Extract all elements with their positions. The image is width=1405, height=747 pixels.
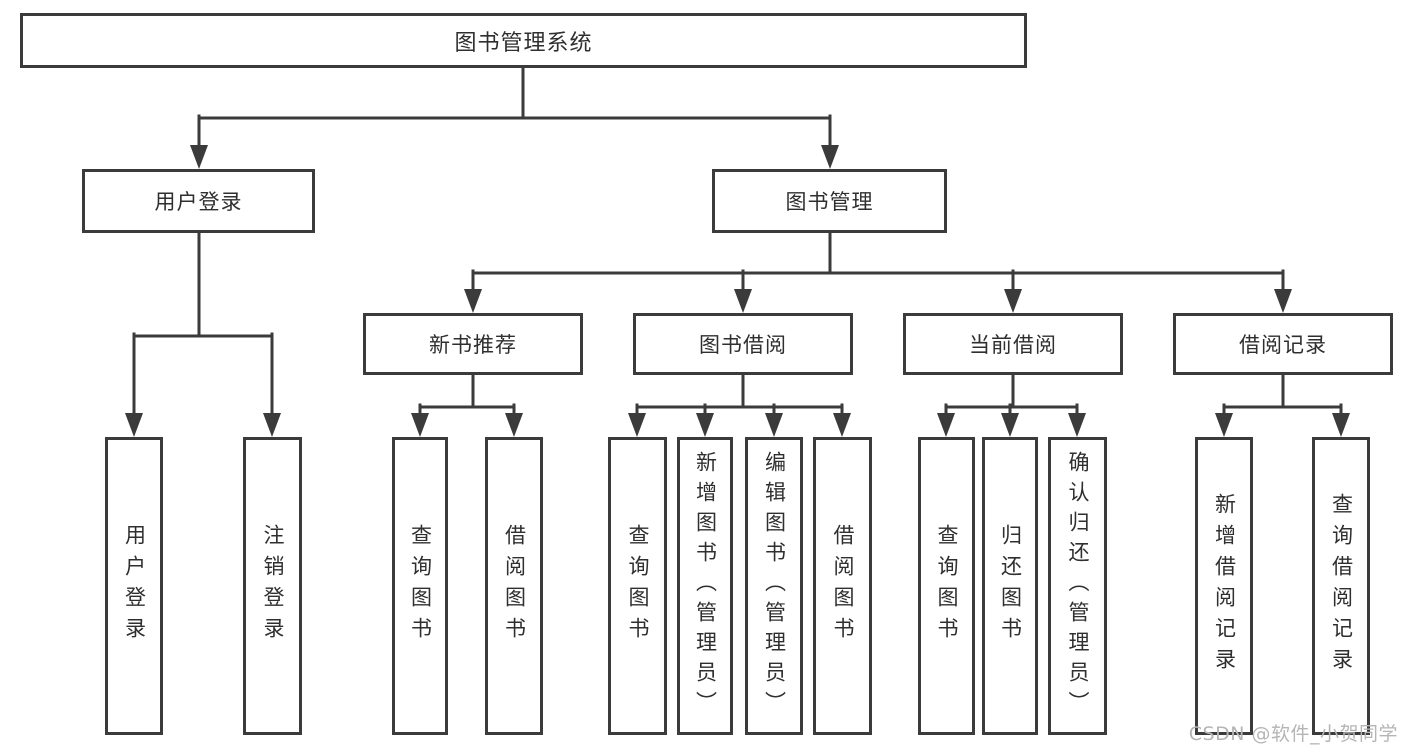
leaf-borrow-books-recommend: 借阅图书 — [485, 437, 543, 735]
node-borrow-records: 借阅记录 — [1173, 313, 1393, 375]
leaf-confirm-return-admin: 确认归还（管理员） — [1048, 437, 1107, 735]
csdn-watermark: CSDN @软件_小贺同学 — [1188, 723, 1398, 745]
node-current-borrow: 当前借阅 — [903, 313, 1123, 375]
connector-book-borrow — [635, 373, 844, 420]
leaf-add-book-admin-label: 新增图书（管理员） — [693, 451, 718, 721]
node-new-book-recommend-label: 新书推荐 — [429, 333, 517, 357]
connector-new-book — [418, 373, 516, 420]
node-new-book-recommend: 新书推荐 — [363, 313, 583, 375]
leaf-add-borrow-record: 新增借阅记录 — [1195, 437, 1253, 735]
node-book-borrow-label: 图书借阅 — [699, 333, 787, 357]
leaf-return-book-label: 归还图书 — [998, 524, 1023, 648]
leaf-return-book: 归还图书 — [982, 437, 1038, 735]
arrowheads — [125, 145, 1350, 437]
leaf-edit-book-admin-label: 编辑图书（管理员） — [762, 451, 787, 721]
leaf-query-books-borrow-label: 查询图书 — [626, 524, 650, 648]
connector-root — [197, 66, 832, 152]
leaf-borrow-books-recommend-label: 借阅图书 — [502, 524, 527, 648]
node-library-system: 图书管理系统 — [20, 13, 1027, 68]
leaf-user-login-label: 用户登录 — [122, 524, 147, 648]
leaf-add-borrow-record-label: 新增借阅记录 — [1212, 493, 1237, 679]
leaf-query-borrow-record-label: 查询借阅记录 — [1329, 493, 1354, 679]
leaf-logout-label: 注销登录 — [261, 524, 285, 648]
node-current-borrow-label: 当前借阅 — [969, 333, 1057, 357]
leaf-user-login: 用户登录 — [105, 437, 163, 735]
connector-user-login — [132, 231, 274, 420]
leaf-query-borrow-record: 查询借阅记录 — [1312, 437, 1370, 735]
connector-current-borrow — [944, 373, 1079, 420]
leaf-logout: 注销登录 — [243, 437, 302, 735]
connector-book-management — [471, 231, 1285, 296]
leaf-query-books-current-label: 查询图书 — [935, 524, 959, 648]
leaf-edit-book-admin: 编辑图书（管理员） — [745, 437, 803, 735]
node-library-system-label: 图书管理系统 — [454, 30, 593, 56]
leaf-query-books-current: 查询图书 — [918, 437, 975, 735]
node-borrow-records-label: 借阅记录 — [1239, 333, 1327, 357]
connector-borrow-record — [1222, 373, 1343, 420]
leaf-query-books-borrow: 查询图书 — [608, 437, 667, 735]
node-user-login: 用户登录 — [82, 169, 315, 233]
leaf-query-books-recommend: 查询图书 — [392, 437, 448, 735]
node-book-borrow: 图书借阅 — [633, 313, 853, 375]
leaf-borrow-books: 借阅图书 — [813, 437, 872, 735]
leaf-add-book-admin: 新增图书（管理员） — [677, 437, 733, 735]
leaf-query-books-recommend-label: 查询图书 — [408, 524, 433, 648]
leaf-confirm-return-admin-label: 确认归还（管理员） — [1066, 451, 1090, 721]
node-book-management-label: 图书管理 — [785, 190, 874, 214]
leaf-borrow-books-label: 借阅图书 — [831, 524, 855, 648]
node-user-login-label: 用户登录 — [154, 190, 243, 214]
node-book-management: 图书管理 — [712, 169, 947, 233]
